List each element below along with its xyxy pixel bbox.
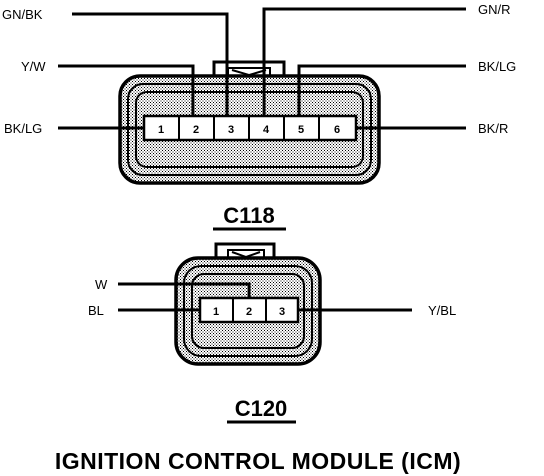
c118-wires bbox=[58, 7, 466, 130]
label-bk-lg-right: BK/LG bbox=[478, 59, 516, 74]
module-title: IGNITION CONTROL MODULE (ICM) bbox=[55, 448, 461, 474]
c120-wires bbox=[118, 282, 412, 312]
label-y-w: Y/W bbox=[21, 59, 46, 74]
label-bk-lg-left: BK/LG bbox=[4, 121, 42, 136]
c118-wire-gn-r bbox=[262, 7, 466, 116]
c118-pin-3: 3 bbox=[228, 124, 234, 136]
c118-pin-6: 6 bbox=[334, 124, 340, 136]
c118-wire-y-w bbox=[58, 64, 195, 116]
c118-pin-2: 2 bbox=[193, 124, 199, 136]
c118-title: C118 bbox=[223, 203, 274, 228]
c118-pin-1: 1 bbox=[158, 124, 164, 136]
c120-connector: 1 2 3 W BL Y/BL C120 bbox=[88, 242, 456, 424]
c118-pin-4: 4 bbox=[263, 124, 270, 136]
label-bl: BL bbox=[88, 303, 104, 318]
label-gn-r: GN/R bbox=[478, 2, 511, 17]
c120-pin-1: 1 bbox=[213, 306, 219, 318]
c118-pin-5: 5 bbox=[298, 124, 304, 136]
c118-connector: 1 2 3 4 5 6 GN/BK GN/R Y/W BK/LG BK/LG B… bbox=[2, 2, 516, 231]
label-y-bl: Y/BL bbox=[428, 303, 456, 318]
label-gn-bk: GN/BK bbox=[2, 7, 43, 22]
c118-wire-gn-bk bbox=[72, 12, 229, 116]
c120-pin-row: 1 2 3 bbox=[198, 296, 300, 324]
c118-pin-row: 1 2 3 4 5 6 bbox=[142, 114, 358, 142]
c120-pin-2: 2 bbox=[246, 306, 252, 318]
c120-title: C120 bbox=[235, 396, 288, 421]
label-bk-r: BK/R bbox=[478, 121, 508, 136]
label-w: W bbox=[95, 277, 108, 292]
c118-wire-bk-lg-right bbox=[297, 64, 466, 116]
c120-wire-w bbox=[118, 282, 251, 298]
c120-pin-3: 3 bbox=[279, 306, 285, 318]
